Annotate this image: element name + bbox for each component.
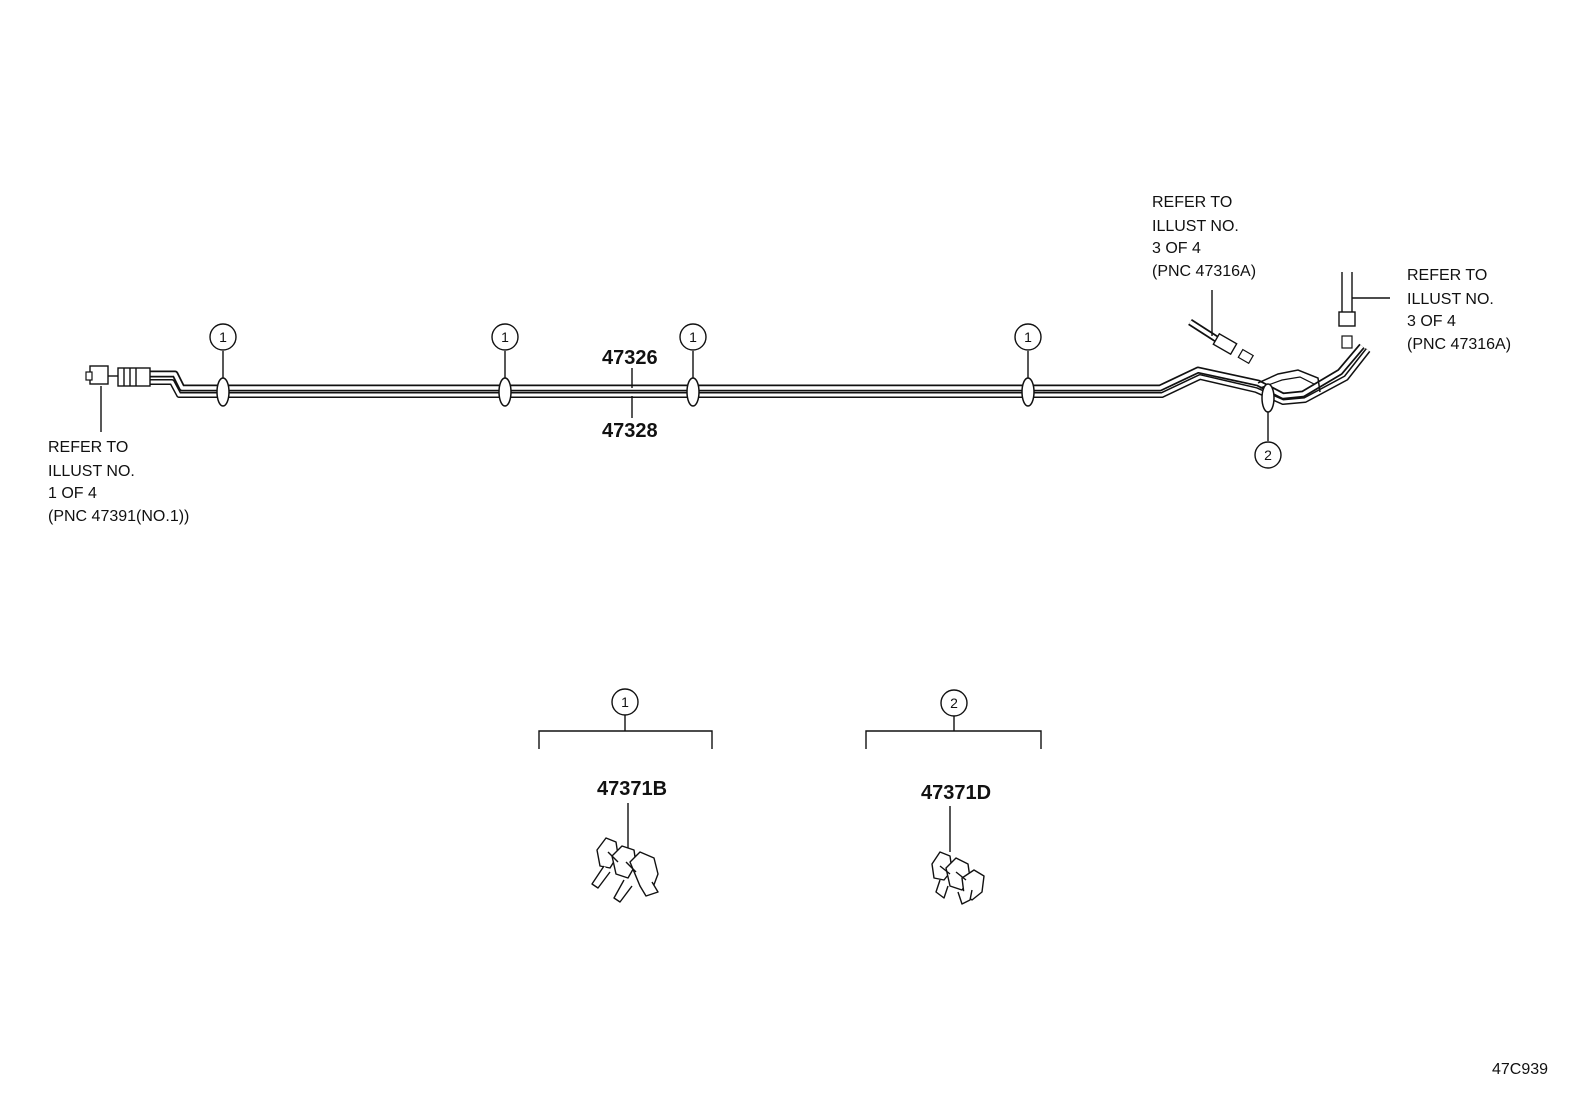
clamp-47371D-icon [931, 851, 985, 905]
legend-callout-2: 2 [950, 695, 958, 711]
clamp-47371B-icon [591, 837, 659, 903]
svg-text:(PNC 47316A): (PNC 47316A) [1407, 336, 1511, 353]
left-tube-fitting [85, 365, 151, 432]
right-tube-fitting-a [1188, 290, 1255, 365]
callout-1c: 1 [689, 329, 697, 345]
clamp-1b [498, 377, 512, 407]
clamp-1a [216, 377, 230, 407]
part-47371D: 47371D [921, 782, 991, 804]
svg-text:REFER TO: REFER TO [1152, 194, 1232, 211]
callout-1d: 1 [1024, 329, 1032, 345]
svg-text:(PNC 47391(NO.1)): (PNC 47391(NO.1)) [48, 508, 189, 525]
tube-clamps [216, 377, 1275, 413]
svg-text:ILLUST NO.: ILLUST NO. [48, 463, 135, 480]
callout-2: 2 [1264, 447, 1272, 463]
reference-top-right-a: REFER TO ILLUST NO. 3 OF 4 (PNC 47316A) [1152, 194, 1256, 280]
callout-bubbles: 1 1 1 1 2 [209, 323, 1282, 469]
svg-text:1 OF 4: 1 OF 4 [48, 485, 97, 502]
brake-tube [150, 343, 1371, 405]
svg-text:ILLUST NO.: ILLUST NO. [1407, 291, 1494, 308]
diagram-code: 47C939 [1492, 1061, 1548, 1078]
legend-callout-1: 1 [621, 694, 629, 710]
legend-clamp-1: 1 47371B [538, 688, 713, 903]
part-47328: 47328 [602, 420, 658, 442]
part-47326: 47326 [602, 347, 658, 369]
callout-1b: 1 [501, 329, 509, 345]
part-47371B: 47371B [597, 778, 667, 800]
svg-text:3 OF 4: 3 OF 4 [1407, 313, 1456, 330]
tube-part-labels: 47326 47328 [602, 347, 658, 442]
callout-1a: 1 [219, 329, 227, 345]
right-tube-fitting-b [1338, 272, 1390, 349]
legend-clamp-2: 2 47371D [865, 689, 1042, 905]
svg-text:REFER TO: REFER TO [1407, 267, 1487, 284]
svg-text:3 OF 4: 3 OF 4 [1152, 240, 1201, 257]
svg-text:ILLUST NO.: ILLUST NO. [1152, 218, 1239, 235]
clamp-1c [686, 377, 700, 407]
clamp-2 [1261, 383, 1275, 413]
clamp-1d [1021, 377, 1035, 407]
reference-top-right-b: REFER TO ILLUST NO. 3 OF 4 (PNC 47316A) [1407, 267, 1511, 353]
svg-text:(PNC 47316A): (PNC 47316A) [1152, 263, 1256, 280]
reference-left: REFER TO ILLUST NO. 1 OF 4 (PNC 47391(NO… [48, 439, 189, 525]
svg-text:REFER TO: REFER TO [48, 439, 128, 456]
